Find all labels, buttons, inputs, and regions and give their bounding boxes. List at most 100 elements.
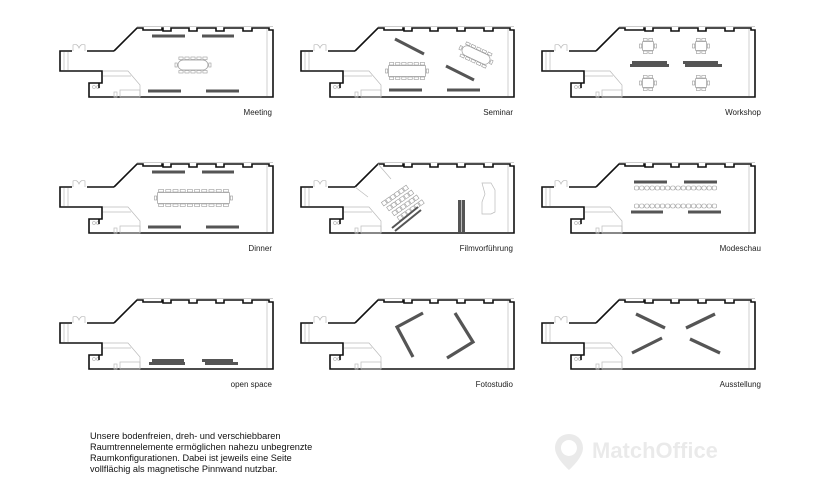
chair: [670, 203, 676, 209]
layout-ausstellung: Ausstellung: [541, 297, 761, 389]
chair: [643, 75, 648, 79]
chair: [190, 56, 196, 60]
chair: [486, 51, 493, 57]
chair: [691, 203, 697, 209]
chair: [187, 189, 193, 193]
chair: [648, 38, 653, 42]
chair: [643, 38, 648, 42]
chair: [165, 189, 172, 193]
chair: [158, 189, 164, 193]
table: [157, 192, 230, 204]
chair: [413, 76, 419, 80]
chair: [417, 199, 425, 207]
chair: [194, 203, 200, 207]
chair: [215, 203, 222, 207]
chair: [711, 185, 717, 191]
chair: [395, 76, 401, 80]
chair: [654, 80, 657, 86]
chair: [696, 203, 702, 209]
chair: [706, 185, 712, 191]
layout-filmvorfuehrung: Filmvorführung: [300, 161, 515, 253]
chair: [407, 189, 415, 197]
chair: [692, 43, 696, 49]
chair: [675, 203, 681, 209]
chair: [459, 53, 466, 59]
chair: [398, 195, 406, 203]
chair: [395, 206, 403, 214]
chair: [654, 185, 660, 191]
chair: [178, 56, 184, 60]
chair: [696, 75, 701, 79]
chair: [202, 56, 208, 60]
chair: [208, 189, 215, 193]
chair: [660, 185, 666, 191]
watermark-logo: MatchOffice: [552, 432, 722, 472]
chair: [201, 203, 208, 207]
chair: [385, 196, 392, 204]
chair: [648, 75, 653, 79]
chair: [701, 38, 706, 42]
table: [642, 78, 654, 88]
chair: [696, 38, 701, 42]
chair: [470, 43, 477, 49]
workshop-table: [692, 75, 710, 91]
layout-seminar: Seminar: [300, 25, 515, 117]
chair: [419, 76, 425, 80]
chair: [223, 203, 229, 207]
chair: [389, 62, 395, 66]
layout-label: Seminar: [483, 108, 513, 117]
workshop-table: [692, 38, 710, 54]
table: [642, 41, 654, 51]
chair: [665, 185, 671, 191]
chair: [390, 201, 398, 209]
layout-label: Modeschau: [720, 244, 761, 253]
chair: [634, 185, 640, 191]
chair: [685, 203, 691, 209]
description-text: Unsere bodenfreien, dreh- und verschiebb…: [90, 431, 313, 474]
chair: [706, 203, 712, 209]
chair: [691, 185, 697, 191]
layout-label: Dinner: [248, 244, 272, 253]
chair: [401, 76, 407, 80]
workshop-table: [639, 38, 657, 54]
chair: [395, 62, 401, 66]
chair: [639, 203, 645, 209]
chair: [696, 185, 702, 191]
chair: [470, 58, 476, 64]
chair: [391, 209, 399, 217]
chair: [389, 193, 397, 201]
chair: [223, 189, 229, 193]
chair: [660, 203, 666, 209]
chair: [696, 50, 701, 54]
chair: [386, 204, 393, 212]
workshop-table: [639, 75, 657, 91]
chair: [184, 70, 190, 74]
chair: [644, 203, 650, 209]
chair: [644, 185, 650, 191]
chair: [648, 50, 653, 54]
chair: [394, 198, 402, 206]
chair: [172, 203, 179, 207]
chair: [464, 56, 471, 62]
chair: [201, 189, 208, 193]
chair: [465, 41, 471, 47]
chair: [380, 199, 388, 207]
chair: [158, 203, 164, 207]
chair: [476, 46, 482, 52]
layout-label: Meeting: [244, 108, 272, 117]
chair: [385, 68, 389, 74]
chair: [665, 203, 671, 209]
chair: [680, 185, 686, 191]
chair: [179, 189, 186, 193]
dinner-table: [154, 189, 233, 207]
chair: [654, 203, 660, 209]
chair: [407, 62, 413, 66]
layout-dinner: Dinner: [59, 161, 274, 253]
chair: [701, 75, 706, 79]
chair: [670, 185, 676, 191]
chair: [230, 195, 233, 201]
chair: [179, 203, 186, 207]
chair: [399, 203, 407, 211]
chair: [401, 62, 407, 66]
table: [461, 45, 491, 65]
